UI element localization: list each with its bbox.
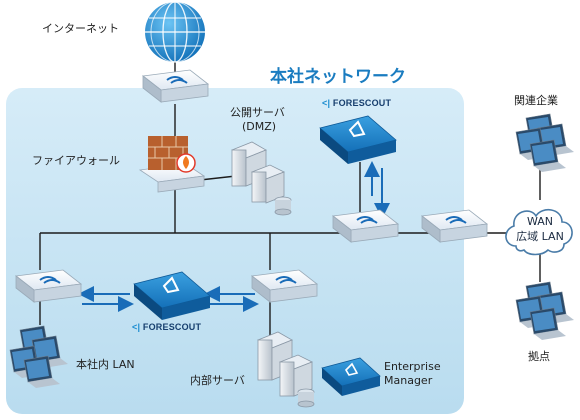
forescout-brand-name: FORESCOUT [142, 322, 202, 332]
server-icon [257, 331, 315, 408]
laptop-group-icon [515, 113, 574, 172]
wan-label-1: WAN [526, 215, 554, 228]
cloud-icon [505, 209, 573, 256]
internal-server-label: 内部サーバ [190, 374, 245, 387]
switch-icon [250, 269, 319, 303]
laptop-group-icon [515, 281, 574, 340]
enterprise-manager-label-2: Manager [384, 374, 433, 387]
hq-lan-label: 本社内 LAN [76, 358, 135, 371]
enterprise-manager-label-1: Enterprise [384, 360, 441, 373]
forescout-appliance-icon [321, 357, 381, 396]
switch-icon [141, 69, 210, 103]
forescout-logo-middle: <| FORESCOUT [132, 322, 201, 332]
forescout-mark: <| [132, 322, 141, 332]
server-icon [231, 141, 292, 216]
firewall-label: ファイアウォール [32, 154, 120, 167]
forescout-appliance-icon [133, 271, 211, 320]
forescout-logo-top: <| FORESCOUT [322, 98, 391, 108]
hq-network-zone [6, 88, 464, 414]
forescout-mark: <| [322, 98, 331, 108]
switch-icon [420, 209, 489, 243]
switch-icon [14, 269, 83, 303]
laptop-group-icon [9, 325, 68, 388]
diagram-title: 本社ネットワーク [270, 67, 406, 87]
dmz-label: (DMZ) [242, 120, 277, 133]
forescout-appliance-icon [319, 115, 397, 164]
internet-label: インターネット [42, 22, 119, 35]
branch-label: 拠点 [528, 350, 550, 363]
firewall-icon [138, 136, 206, 193]
globe-icon [145, 1, 205, 63]
switch-icon [331, 209, 400, 243]
forescout-brand-name: FORESCOUT [332, 98, 392, 108]
wan-label-2: 広域 LAN [516, 230, 564, 243]
affiliates-label: 関連企業 [514, 94, 558, 107]
double-arrow-icon [78, 161, 390, 312]
public-server-label: 公開サーバ [230, 106, 285, 119]
